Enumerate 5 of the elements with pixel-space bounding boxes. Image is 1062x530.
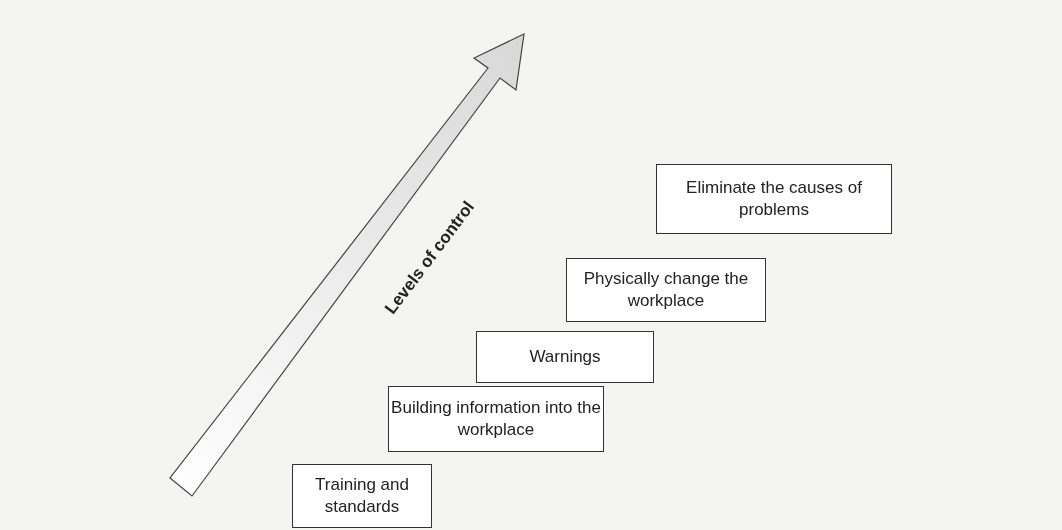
step-box: Building information into the workplace bbox=[388, 386, 604, 452]
step-box: Training and standards bbox=[292, 464, 432, 528]
step-box: Warnings bbox=[476, 331, 654, 383]
step-box: Physically change the workplace bbox=[566, 258, 766, 322]
step-box: Eliminate the causes of problems bbox=[656, 164, 892, 234]
